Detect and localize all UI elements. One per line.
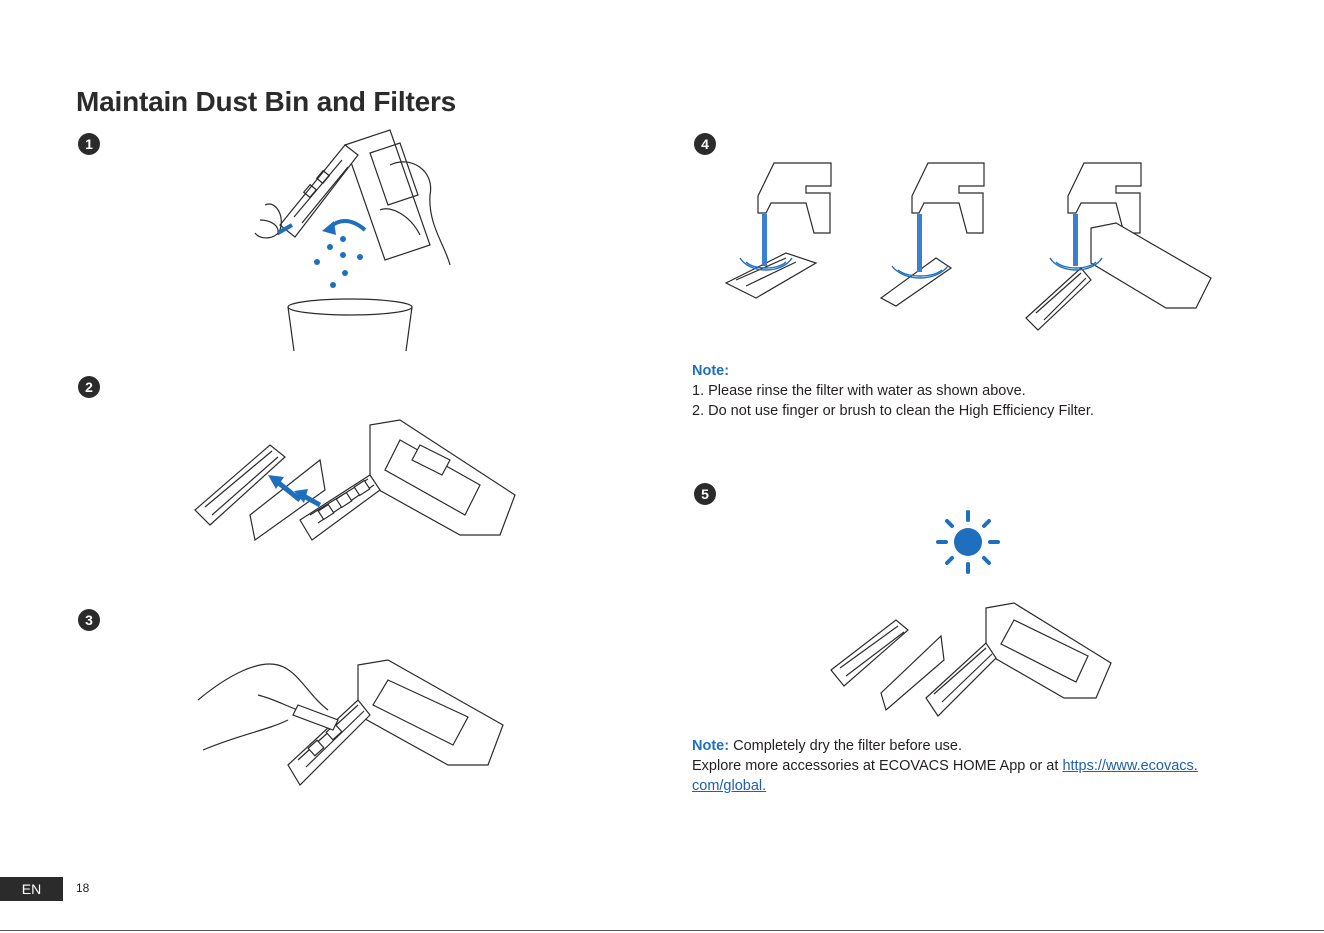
note-1-label: Note: [692, 363, 730, 379]
illustration-brush-filter [197, 659, 504, 786]
water-stream-icon [762, 214, 1078, 272]
explore-line: Explore more accessories at ECOVACS HOME… [692, 756, 1262, 776]
note-2-label: Note: [692, 738, 730, 754]
note-2-line: Note: Completely dry the filter before u… [692, 736, 1262, 756]
page-title: Maintain Dust Bin and Filters [76, 86, 457, 117]
note-2: Note: Completely dry the filter before u… [692, 736, 1262, 796]
step-badge-2: 2 [78, 376, 100, 398]
illustration-dry-filters [830, 602, 1112, 717]
dust-particles-icon [314, 236, 363, 288]
note-2-text: Completely dry the filter before use. [729, 738, 962, 754]
bottom-rule [0, 930, 1324, 931]
note-1-line-1: 1. Please rinse the filter with water as… [692, 383, 1026, 399]
step-badge-4: 4 [694, 133, 716, 155]
explore-text: Explore more accessories at ECOVACS HOME… [692, 758, 1063, 774]
ecovacs-link-part-1[interactable]: https://www.ecovacs. [1062, 758, 1198, 774]
note-1-line-2: 2. Do not use finger or brush to clean t… [692, 403, 1094, 419]
sun-icon [936, 510, 1000, 574]
language-tab: EN [0, 877, 63, 901]
illustration-rinse-filters [724, 162, 1212, 331]
step-badge-3: 3 [78, 609, 100, 631]
step-badge-1: 1 [78, 133, 100, 155]
step-badge-5: 5 [694, 483, 716, 505]
page-number: 18 [76, 881, 90, 895]
illustration-empty-dust-bin [254, 129, 451, 352]
note-1: Note: 1. Please rinse the filter with wa… [692, 361, 1094, 421]
ecovacs-link-part-2[interactable]: com/global. [692, 778, 767, 794]
illustration-remove-filters [194, 419, 516, 542]
